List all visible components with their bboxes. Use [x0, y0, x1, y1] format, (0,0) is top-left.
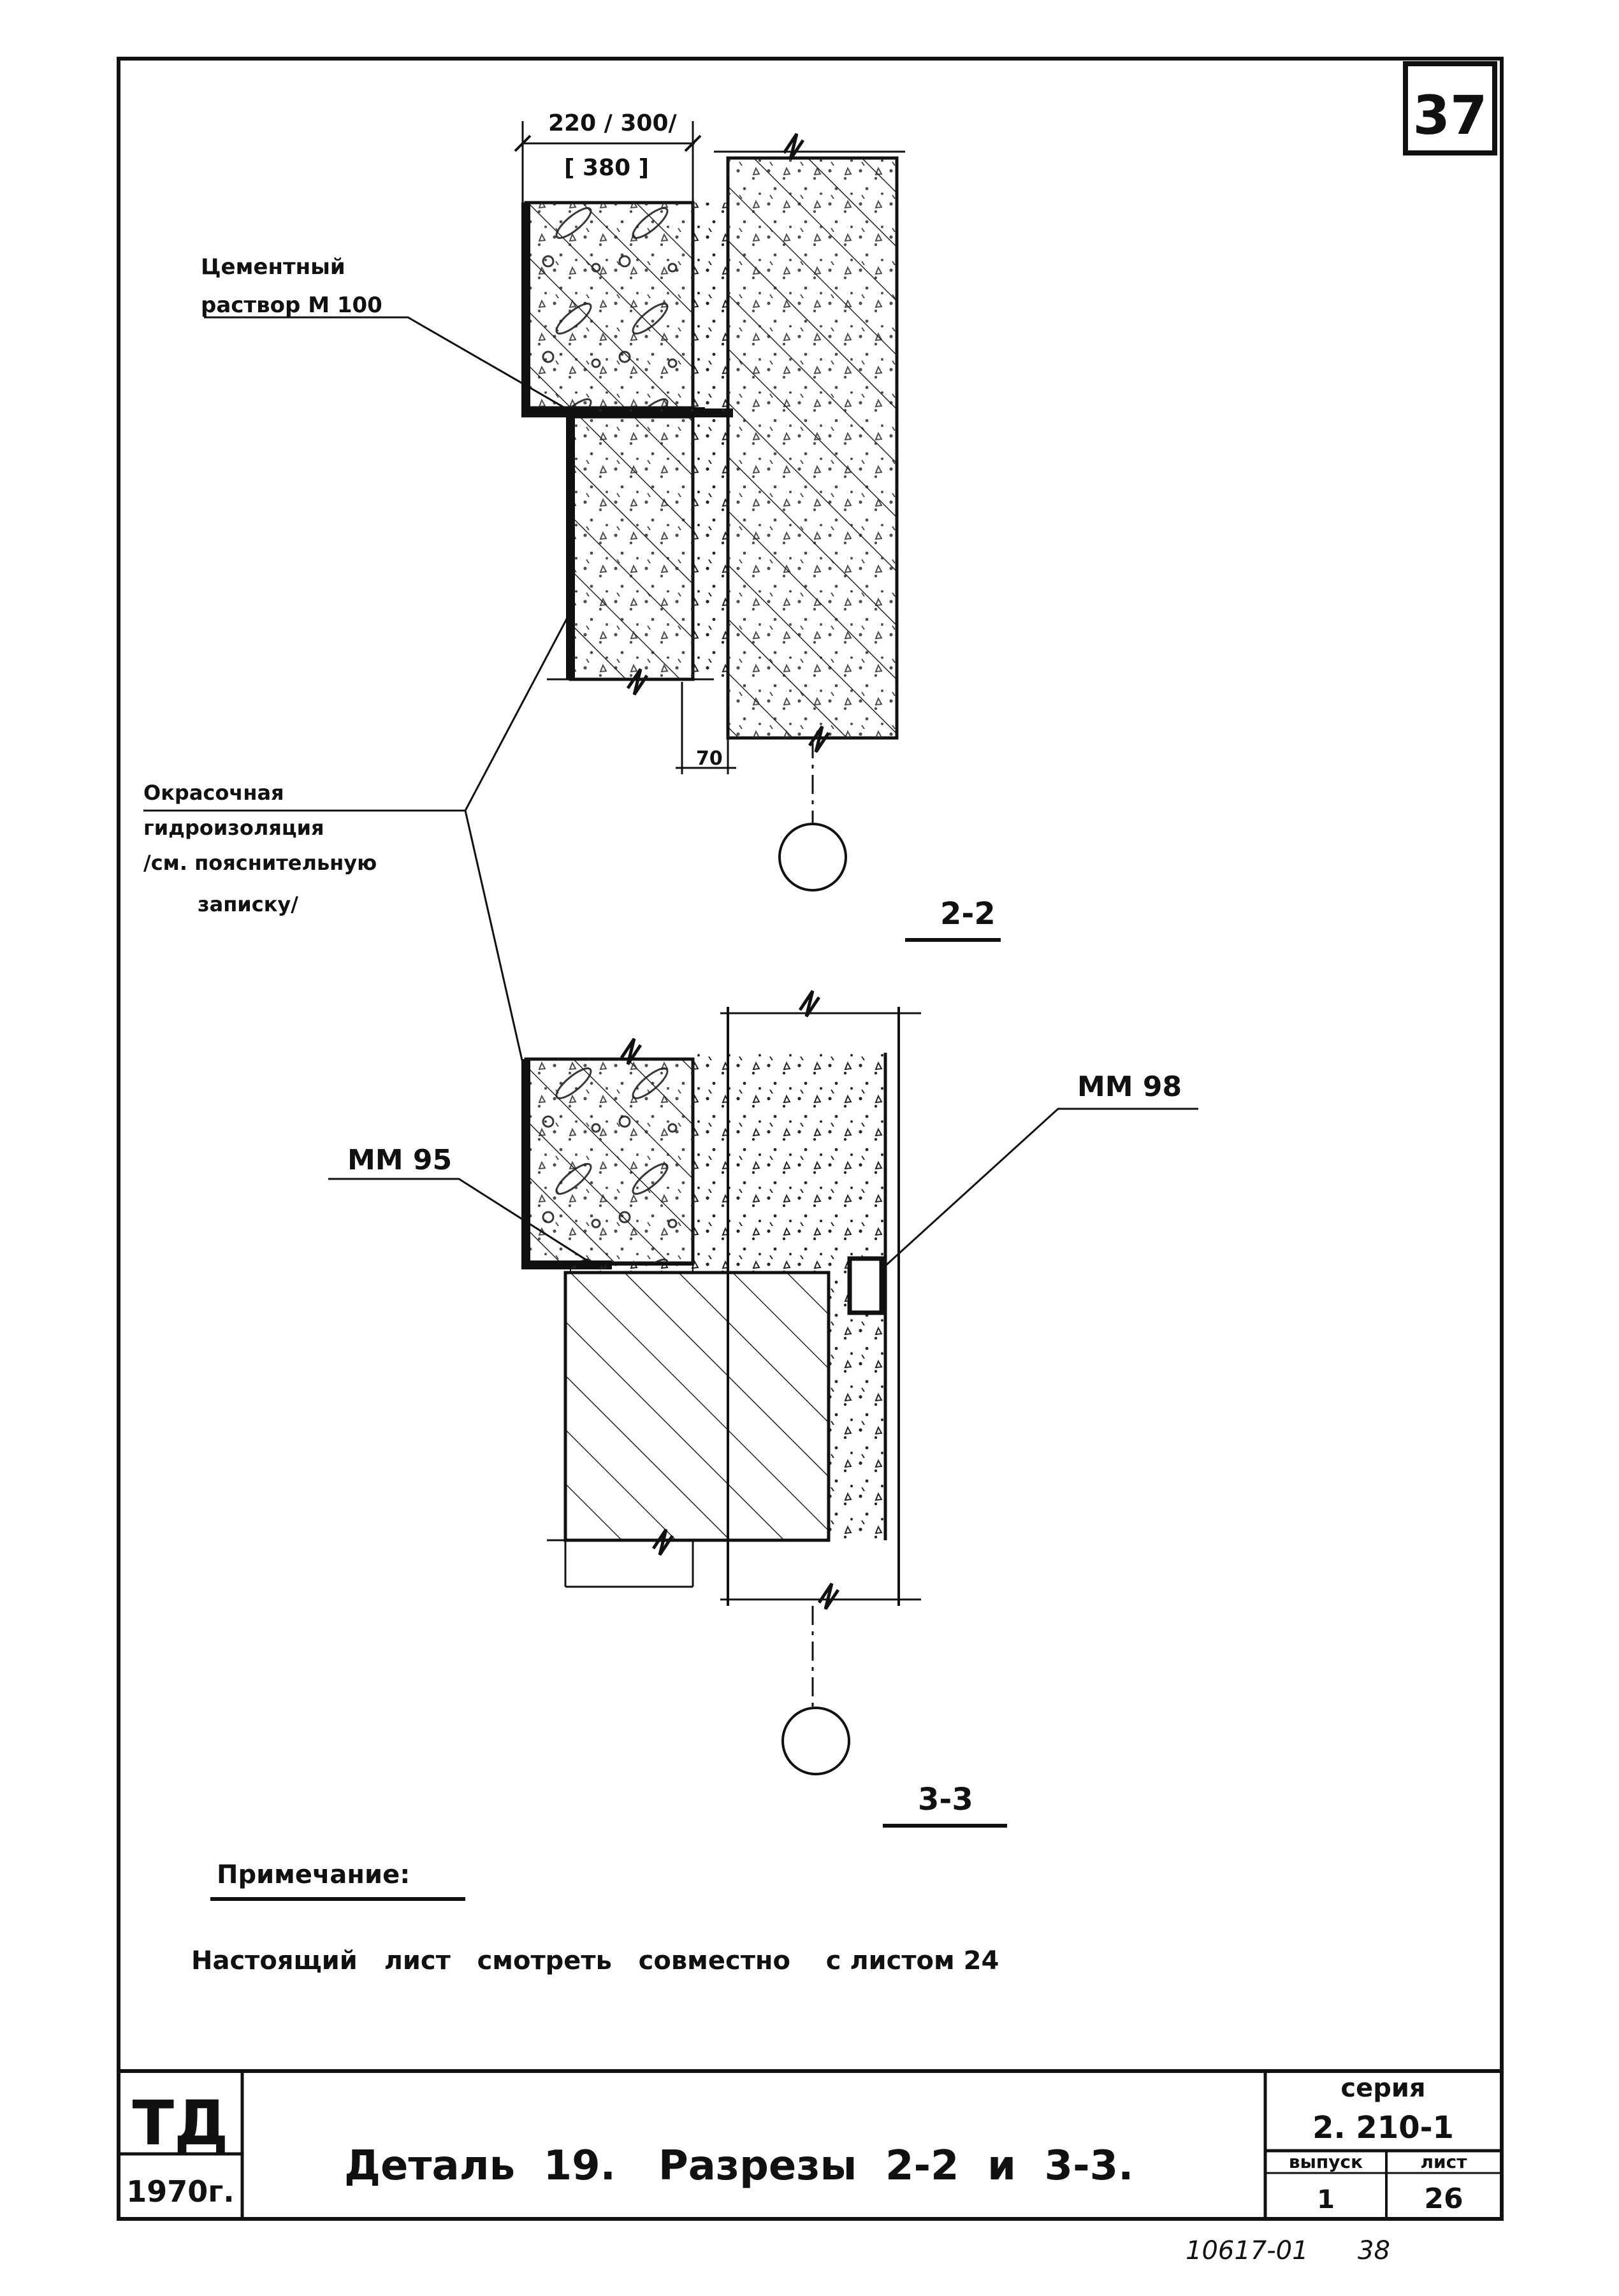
note-heading: Примечание:: [217, 1860, 410, 1889]
section-2-2-title: 2-2: [940, 896, 996, 932]
label-mortar-line2: раствор М 100: [201, 292, 382, 318]
title-block-title: Деталь 19. Разрезы 2-2 и 3-3.: [344, 2142, 1133, 2190]
sheet-frame: [117, 57, 1504, 2221]
title-block-sheet-value: 26: [1424, 2183, 1463, 2215]
waterproofing-line1: Окрасочная: [143, 781, 284, 805]
label-mm98: ММ 98: [1077, 1071, 1182, 1103]
infill-layer: [693, 203, 728, 679]
title-block-year: 1970г.: [126, 2174, 235, 2209]
corner-number-box: [1403, 61, 1497, 155]
label-mm95: ММ 95: [347, 1144, 452, 1176]
title-block: [119, 2069, 1502, 2219]
dim-2-2-top: 220 / 300/: [548, 110, 678, 136]
waterproofing-line3: /см. пояснительную: [143, 851, 377, 875]
waterproofing-line4: записку/: [198, 892, 298, 916]
dim-2-2-bottom: 70: [696, 747, 723, 770]
leader-waterproofing-lower: [464, 810, 527, 1078]
bottom-stamp-page: 38: [1358, 2236, 1390, 2265]
lower-block-3-3: [563, 1271, 831, 1542]
section-3-3-title: 3-3: [918, 1782, 973, 1817]
label-mortar-line1: Цементный: [201, 254, 345, 280]
title-block-org: ТД: [133, 2088, 229, 2159]
leader-mortar: [204, 316, 574, 414]
embedded-element-mm98: [847, 1256, 884, 1315]
title-block-issue-value: 1: [1317, 2185, 1335, 2214]
corner-number: 37: [1413, 84, 1488, 147]
waterproofing-line2: гидроизоляция: [143, 816, 324, 840]
section-2-2-drawing: [204, 121, 905, 892]
title-block-sheet-label: лист: [1421, 2151, 1468, 2172]
title-block-series-value: 2. 210-1: [1312, 2110, 1454, 2146]
axis-marker-2-2: [778, 823, 847, 892]
leader-mm95: [328, 1178, 600, 1269]
leader-mm98: [882, 1108, 1198, 1269]
monolithic-concrete: [693, 1053, 885, 1273]
note-text: Настоящий лист смотреть совместно с лист…: [191, 1946, 999, 1975]
section-3-3-drawing: [328, 990, 1198, 1775]
dim-2-2-top-alt: [ 380 ]: [564, 155, 649, 181]
title-block-issue-label: выпуск: [1289, 2151, 1363, 2172]
title-block-series-label: серия: [1340, 2074, 1425, 2103]
axis-marker-3-3: [781, 1707, 850, 1775]
bottom-stamp: 10617-01: [1186, 2236, 1309, 2265]
